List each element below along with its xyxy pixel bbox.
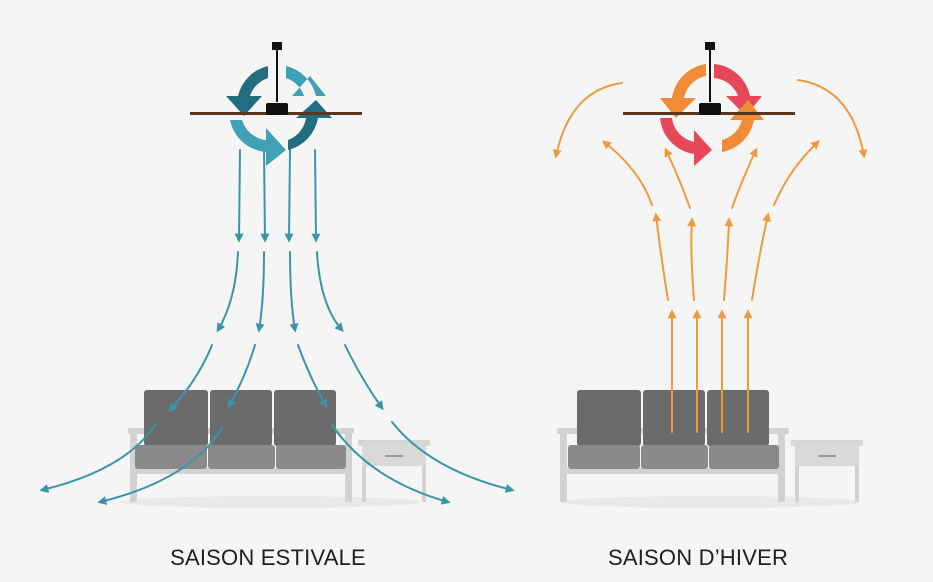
winter-airflow-arrows <box>552 79 868 433</box>
winter-side-table-icon <box>791 440 863 502</box>
summer-season-caption: SAISON ESTIVALE <box>170 545 366 570</box>
winter-ceiling-fan-icon <box>623 42 795 166</box>
winter-sofa-icon <box>557 390 789 502</box>
winter-season-caption: SAISON D’HIVER <box>607 545 789 570</box>
floor-shadow-summer <box>120 496 420 508</box>
summer-airflow-arrows <box>39 149 515 505</box>
floor-shadow-winter <box>560 496 860 508</box>
summer-sofa-icon <box>128 390 354 502</box>
summer-ceiling-fan-icon <box>190 42 362 166</box>
summer-side-table-icon <box>358 440 430 502</box>
